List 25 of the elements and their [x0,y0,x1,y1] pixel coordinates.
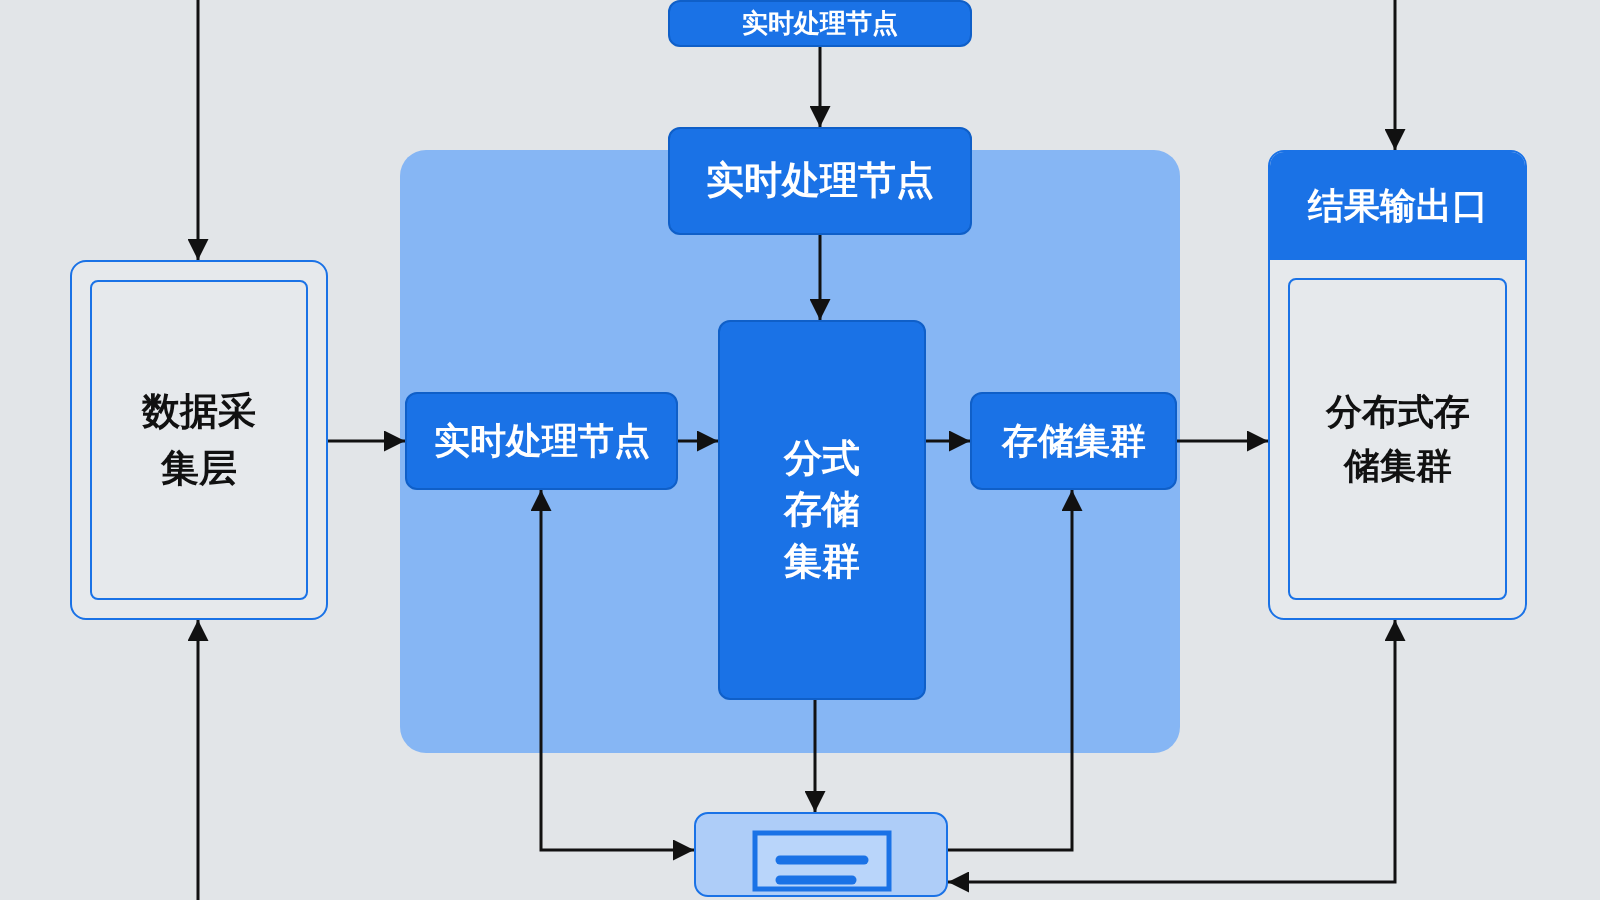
arrow [187,0,209,260]
group-panel [400,150,1180,753]
arrow [530,490,694,861]
document-box [694,812,948,897]
output-box [1268,150,1527,620]
process-box: 实时处理节点 [668,0,972,47]
header-bar: 结果输出口 [1270,152,1525,260]
arrow [809,235,831,320]
arrow [804,700,826,812]
arrow [328,430,405,452]
arrow [948,490,1083,852]
arrow [1384,0,1406,150]
layer-box [70,260,328,620]
process-box: 实时处理节点 [668,127,972,235]
process-box: 实时处理节点 [405,392,678,490]
arrow [187,620,209,900]
arrow [926,430,970,452]
storage-box: 分式存储集群 [718,320,926,700]
box-label: 数据采集层 [140,388,257,492]
arrow [678,430,718,452]
arrow [1177,430,1268,452]
process-box: 存储集群 [970,392,1177,490]
box-label: 分布式存储集群 [1324,390,1471,488]
arrow [948,620,1406,893]
arrow [809,47,831,127]
